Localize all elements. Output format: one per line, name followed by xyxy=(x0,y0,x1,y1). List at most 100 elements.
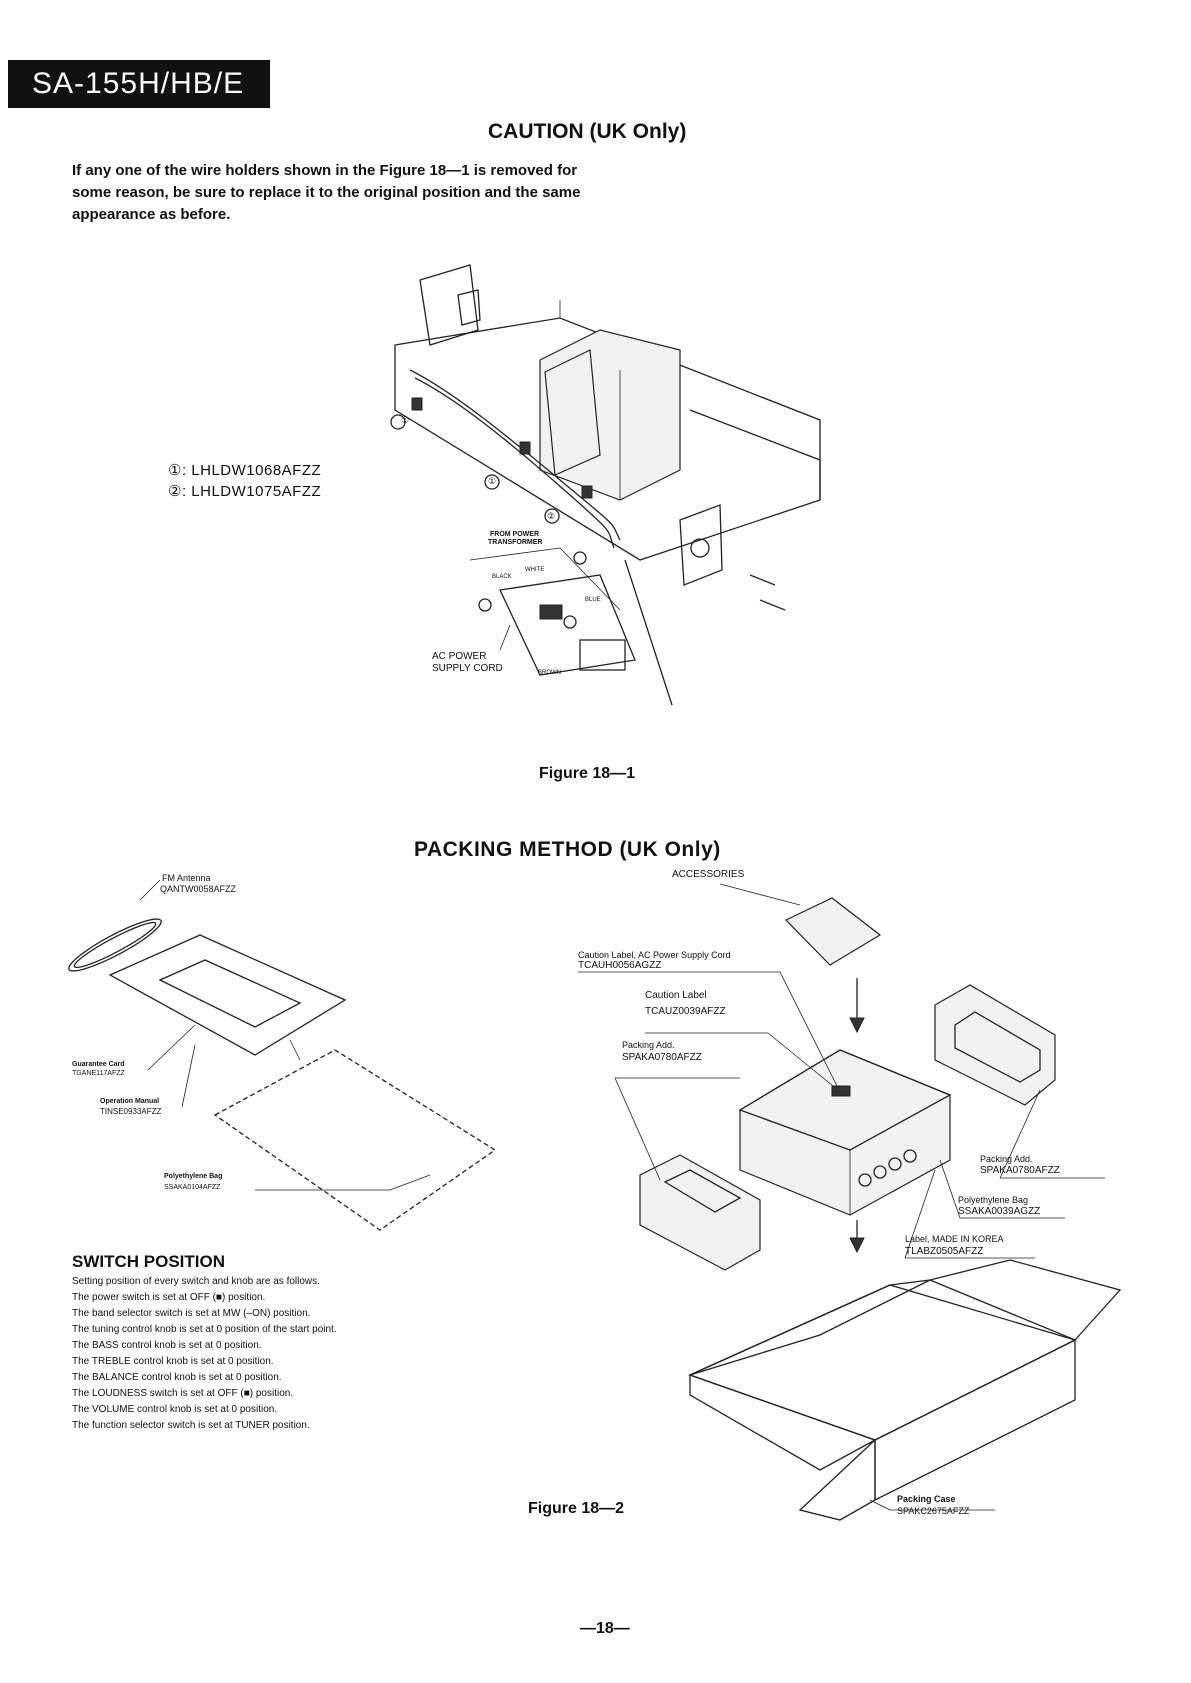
wire-holder-a xyxy=(411,397,423,411)
accessories-label: ACCESSORIES xyxy=(672,869,745,880)
manual-inner xyxy=(158,959,302,1028)
caution-text: If any one of the wire holders shown in … xyxy=(72,162,581,223)
page-number: —18— xyxy=(580,1620,630,1637)
switch-line: The band selector switch is set at MW (–… xyxy=(72,1308,311,1319)
made-in-label-part: TLABZ0505AFZZ xyxy=(905,1246,984,1257)
case-left-flap xyxy=(689,1374,877,1471)
caution-label-leader xyxy=(767,1032,839,1091)
packing-add-left-name: Packing Add. xyxy=(622,1040,675,1050)
operation-manual-name: Operation Manual xyxy=(100,1098,160,1105)
bracket-clamp xyxy=(457,289,481,326)
knob-4 xyxy=(903,1149,917,1163)
caution-label-ac-name: Caution Label, AC Power Supply Cord xyxy=(578,950,731,960)
guarantee-leader xyxy=(147,1024,196,1071)
packing-title: PACKING METHOD (UK Only) xyxy=(414,838,721,861)
figure-18-1-drawing xyxy=(390,264,821,706)
marker-2d xyxy=(563,615,577,629)
packing-add-left-part: SPAKA0780AFZZ xyxy=(622,1052,702,1063)
packing-add-right xyxy=(934,984,1056,1106)
packing-add-left-recess xyxy=(663,1169,742,1213)
caution-label-part: TCAUZ0039AFZZ xyxy=(645,1006,726,1017)
marker-1a xyxy=(390,414,406,430)
operation-manual-part: TINSE0933AFZZ xyxy=(100,1107,162,1116)
wire-holder-list: ①: LHLDW1068AFZZ ②: LHLDW1075AFZZ xyxy=(168,460,321,502)
figure-18-1-caption: Figure 18—1 xyxy=(539,765,636,782)
detail-board xyxy=(499,574,636,676)
transformer-cover xyxy=(544,349,601,476)
detail-plug xyxy=(579,639,626,671)
poly-bag-right-name: Polyethylene Bag xyxy=(958,1195,1029,1205)
wire-holder-b xyxy=(519,441,531,455)
marker-1b xyxy=(484,474,500,490)
wire-holder-1: ①: LHLDW1068AFZZ xyxy=(168,460,321,481)
made-in-label-name: Label, MADE IN KOREA xyxy=(905,1234,1004,1244)
fm-antenna-name: FM Antenna xyxy=(162,873,211,883)
caution-title: CAUTION (UK Only) xyxy=(488,120,687,143)
model-badge: SA-155H/HB/E xyxy=(8,60,270,108)
fig1-brown: BROWN xyxy=(538,670,561,676)
switch-line: The BALANCE control knob is set at 0 pos… xyxy=(72,1372,282,1383)
amplifier-top xyxy=(738,1049,952,1151)
case-right-side xyxy=(874,1338,1076,1502)
switch-line: The tuning control knob is set at 0 posi… xyxy=(72,1324,337,1335)
poly-bag xyxy=(213,1049,497,1231)
fig1-from-power: FROM POWER xyxy=(490,531,539,538)
fm-antenna-coil xyxy=(68,918,162,972)
detail-leader xyxy=(469,547,621,611)
fm-antenna-part: QANTW0058AFZZ xyxy=(160,884,237,894)
ac-label-leader xyxy=(779,971,839,1089)
switch-line: Setting position of every switch and kno… xyxy=(72,1276,320,1287)
fig1-black: BLACK xyxy=(492,574,512,580)
case-leader xyxy=(869,1499,891,1511)
marker-2c xyxy=(573,551,587,565)
switch-line: The BASS control knob is set at 0 positi… xyxy=(72,1340,262,1351)
caution-label-ac-part: TCAUH0056AGZZ xyxy=(578,960,662,971)
screw-1 xyxy=(749,574,776,586)
poly-bag-left-part: SSAKA0104AFZZ xyxy=(164,1184,221,1191)
fig1-marker-1b: ① xyxy=(488,476,497,486)
fig1-ac-power: AC POWER xyxy=(432,651,487,662)
case-back-flap xyxy=(927,1259,1122,1341)
packing-add-right-part: SPAKA0780AFZZ xyxy=(980,1165,1060,1176)
made-in-leader xyxy=(904,1169,936,1259)
wire-holder-c xyxy=(581,485,593,499)
packing-add-left xyxy=(639,1154,761,1271)
fig1-blue: BLUE xyxy=(585,597,601,603)
switch-line: The VOLUME control knob is set at 0 posi… xyxy=(72,1404,278,1415)
switch-line: The power switch is set at OFF (■) posit… xyxy=(72,1292,266,1303)
cable-bundle-2 xyxy=(414,377,615,549)
case-front-flap xyxy=(798,1438,876,1521)
manual-sheet xyxy=(108,934,347,1056)
fig1-supply-cord: SUPPLY CORD xyxy=(432,663,503,674)
wire-holder-2: ②: LHLDW1075AFZZ xyxy=(168,481,321,502)
manual-leader xyxy=(181,1044,196,1108)
switch-position-title: SWITCH POSITION xyxy=(72,1252,225,1271)
fig1-white: WHITE xyxy=(525,567,545,573)
cord-line xyxy=(624,559,673,706)
wire-holder-1-mark: ① xyxy=(168,462,182,479)
wire-holder-2-mark: ② xyxy=(168,483,182,500)
cable-bundle xyxy=(409,369,621,541)
case-top-opening xyxy=(688,1284,1077,1441)
guarantee-card-name: Guarantee Card xyxy=(72,1061,125,1068)
packing-add-right-name: Packing Add. xyxy=(980,1154,1033,1164)
side-rail xyxy=(689,409,821,500)
fm-antenna-coil-inner xyxy=(73,921,157,969)
packing-add-left-leader xyxy=(614,1077,661,1181)
packing-add-right-leader xyxy=(999,1089,1041,1179)
guarantee-card-part: TGANE117AFZZ xyxy=(72,1070,125,1077)
screw-2 xyxy=(759,599,786,611)
packing-case-part: SPAKC2675AFZZ xyxy=(897,1506,970,1516)
knob-1 xyxy=(858,1173,872,1187)
marker-2a xyxy=(544,508,560,524)
detail-switch xyxy=(539,604,563,620)
accessories-bag xyxy=(784,897,882,966)
fm-antenna-leader xyxy=(139,879,161,901)
packing-case-name: Packing Case xyxy=(897,1494,956,1504)
ac-leader xyxy=(499,624,511,651)
fig1-transformer: TRANSFORMER xyxy=(488,539,543,546)
knob-2 xyxy=(873,1165,887,1179)
packing-add-right-recess xyxy=(954,1011,1041,1083)
arrow-head-1 xyxy=(849,1017,865,1034)
bag-fold xyxy=(289,1039,301,1061)
